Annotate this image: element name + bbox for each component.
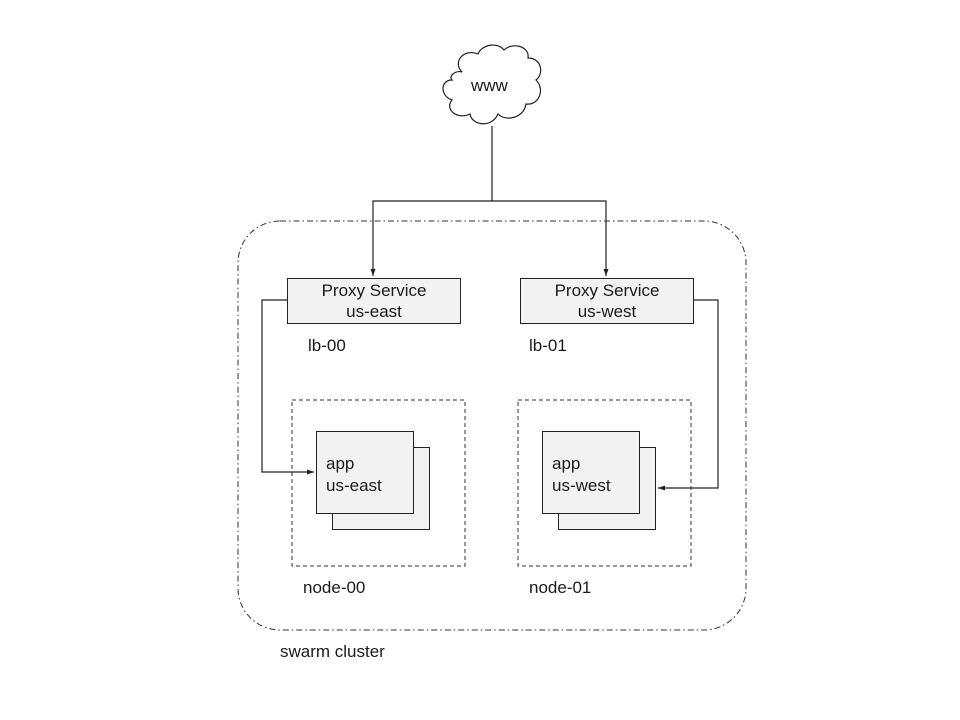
- lb-00-label: lb-00: [308, 336, 346, 355]
- node-01-label: node-01: [529, 578, 592, 597]
- lb-01-label: lb-01: [529, 336, 567, 355]
- www-label: www: [471, 76, 508, 95]
- node-01-boundary: [517, 399, 692, 567]
- proxy-east-region: us-east: [346, 302, 402, 321]
- www-to-proxy-connectors: [370, 126, 609, 276]
- app-east-region: us-east: [326, 476, 382, 495]
- www-cloud-icon: [442, 44, 542, 125]
- node-00-boundary: [291, 399, 466, 567]
- app-us-west[interactable]: app us-west: [542, 431, 640, 514]
- swarm-cluster-label: swarm cluster: [280, 642, 385, 661]
- proxy-west-title: Proxy Service: [554, 281, 660, 300]
- app-west-region: us-west: [552, 476, 611, 495]
- node-00-label: node-00: [303, 578, 366, 597]
- proxy-west-to-app-west-connector: [658, 299, 719, 491]
- proxy-service-us-west[interactable]: Proxy Service us-west: [520, 278, 694, 324]
- proxy-service-us-east[interactable]: Proxy Service us-east: [287, 278, 461, 324]
- proxy-east-to-app-east-connector: [261, 299, 314, 475]
- proxy-west-region: us-west: [577, 302, 637, 321]
- proxy-east-title: Proxy Service: [321, 281, 427, 300]
- app-us-east[interactable]: app us-east: [316, 431, 414, 514]
- app-west-name: app: [552, 454, 581, 473]
- app-east-name: app: [326, 454, 355, 473]
- swarm-cluster-boundary: [237, 220, 747, 631]
